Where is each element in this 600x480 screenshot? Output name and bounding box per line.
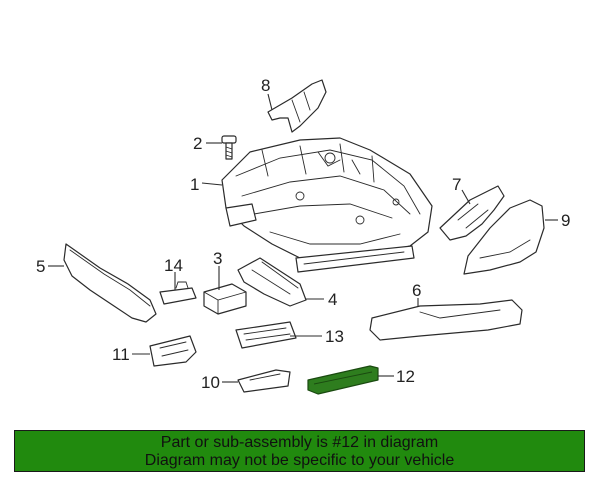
part-2-bolt[interactable]	[221, 135, 237, 160]
callout-14: 14	[164, 256, 183, 275]
part-4-module-bracket[interactable]	[237, 257, 307, 307]
part-12-track-cover[interactable]	[307, 365, 379, 395]
callout-8: 8	[261, 76, 270, 95]
part-info-banner: Part or sub-assembly is #12 in diagram D…	[14, 430, 585, 472]
part-5-front-trim-panel[interactable]	[63, 243, 157, 323]
part-8-upper-cover[interactable]	[267, 79, 327, 133]
part-1-seat-frame[interactable]	[221, 137, 433, 273]
part-10-lower-bracket[interactable]	[237, 369, 291, 393]
part-9-outer-shield[interactable]	[463, 199, 545, 275]
callout-5: 5	[36, 257, 45, 276]
callout-2: 2	[193, 134, 202, 153]
part-7-inner-shield[interactable]	[439, 185, 505, 241]
callout-6: 6	[412, 281, 421, 300]
callout-4: 4	[328, 290, 337, 309]
callout-11: 11	[112, 345, 130, 364]
leader-lines	[48, 93, 558, 383]
parts-diagram: 8 2 1 7 9 5 14 3 4 6 13 11 10 12	[36, 76, 570, 395]
part-6-side-trim-panel[interactable]	[369, 299, 523, 341]
callout-7: 7	[452, 175, 461, 194]
callout-12: 12	[396, 367, 415, 386]
callout-9: 9	[561, 211, 570, 230]
part-14-small-block[interactable]	[159, 281, 197, 305]
callout-13: 13	[325, 327, 344, 346]
part-13-cover-tray[interactable]	[235, 321, 297, 349]
banner-line-1: Part or sub-assembly is #12 in diagram	[160, 434, 439, 451]
banner-line-2: Diagram may not be specific to your vehi…	[144, 452, 455, 469]
callout-10: 10	[201, 373, 220, 392]
part-3-control-module[interactable]	[203, 283, 247, 315]
callout-1: 1	[190, 175, 199, 194]
part-11-side-bracket[interactable]	[149, 335, 197, 367]
callout-3: 3	[213, 249, 222, 268]
